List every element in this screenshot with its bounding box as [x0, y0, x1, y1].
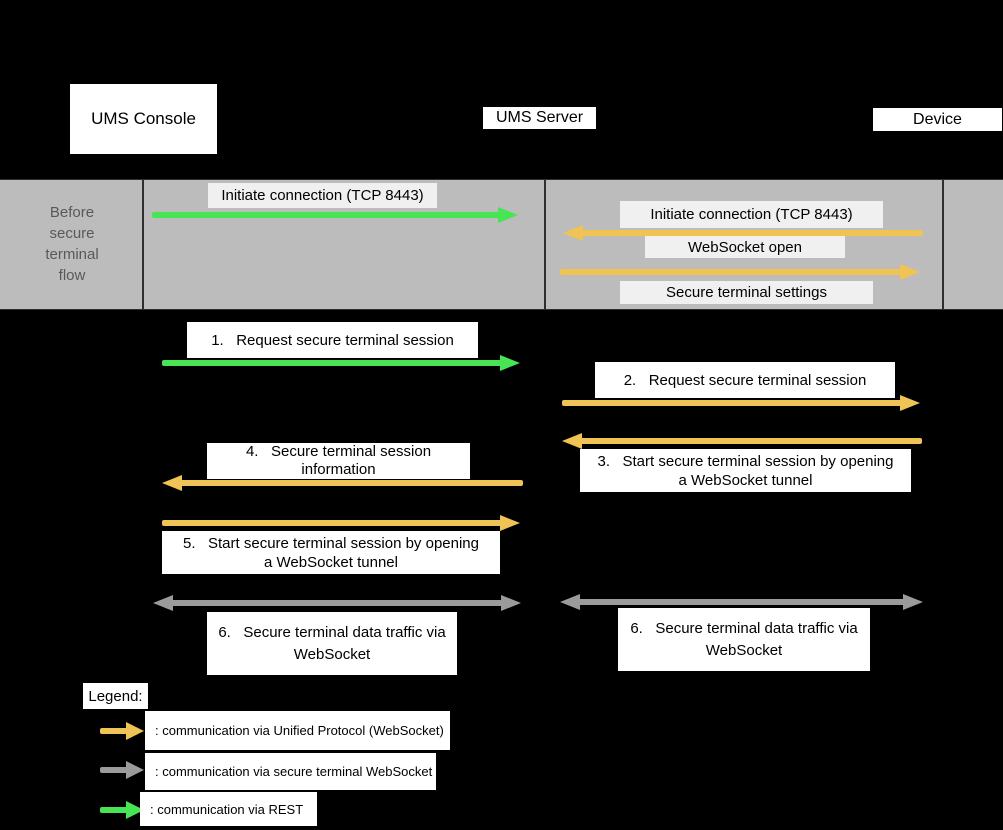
legend-title: Legend:: [83, 683, 148, 709]
actor-device-label: Device: [913, 110, 962, 128]
legend-arrow-unified-protocol: [100, 722, 144, 740]
legend-item-unified-protocol: : communication via Unified Protocol (We…: [145, 711, 450, 750]
legend-item-rest: : communication via REST: [140, 792, 317, 826]
step-box-6-right: 6. Secure terminal data traffic via WebS…: [618, 608, 870, 671]
lifeline-ums-console: [142, 179, 144, 310]
step-box-1: 1. Request secure terminal session: [187, 322, 478, 358]
arrow-step-5: [162, 515, 520, 531]
arrow-step-1: [162, 355, 520, 371]
message-label-initiate-connection-right: Initiate connection (TCP 8443): [620, 201, 883, 228]
actor-ums-console-label: UMS Console: [91, 109, 196, 128]
arrow-initiate-connection-rest: [152, 207, 518, 223]
arrow-step-3: [562, 433, 922, 449]
actor-device: Device: [873, 108, 1002, 131]
message-label-websocket-open: WebSocket open: [645, 236, 845, 258]
step-box-4: 4. Secure terminal session information: [207, 443, 470, 479]
legend-item-secure-terminal-websocket: : communication via secure terminal WebS…: [145, 753, 436, 790]
lifeline-device: [942, 179, 944, 310]
step-box-5: 5. Start secure terminal session by open…: [162, 531, 500, 574]
arrow-initiate-connection-device-to-server: [563, 225, 923, 241]
step-box-6-left: 6. Secure terminal data traffic via WebS…: [207, 612, 457, 675]
arrow-secure-terminal-settings: [560, 264, 920, 280]
step-box-2: 2. Request secure terminal session: [595, 362, 895, 398]
legend-arrow-secure-terminal-websocket: [100, 761, 144, 779]
phase-band-label: Before secure terminal flow: [45, 204, 99, 284]
message-label-secure-terminal-settings: Secure terminal settings: [620, 281, 873, 304]
arrow-step-2: [562, 395, 920, 411]
message-label-initiate-connection-left: Initiate connection (TCP 8443): [208, 183, 437, 208]
step-box-3: 3. Start secure terminal session by open…: [580, 449, 911, 492]
actor-ums-server: UMS Server: [483, 107, 596, 129]
actor-ums-server-label: UMS Server: [495, 109, 584, 126]
actor-ums-console: UMS Console: [70, 84, 217, 154]
arrow-step-4: [162, 475, 523, 491]
legend-arrow-rest: [100, 801, 144, 819]
arrow-step-6-left: [153, 595, 521, 611]
arrow-step-6-right: [560, 594, 923, 610]
lifeline-ums-server: [544, 179, 546, 310]
